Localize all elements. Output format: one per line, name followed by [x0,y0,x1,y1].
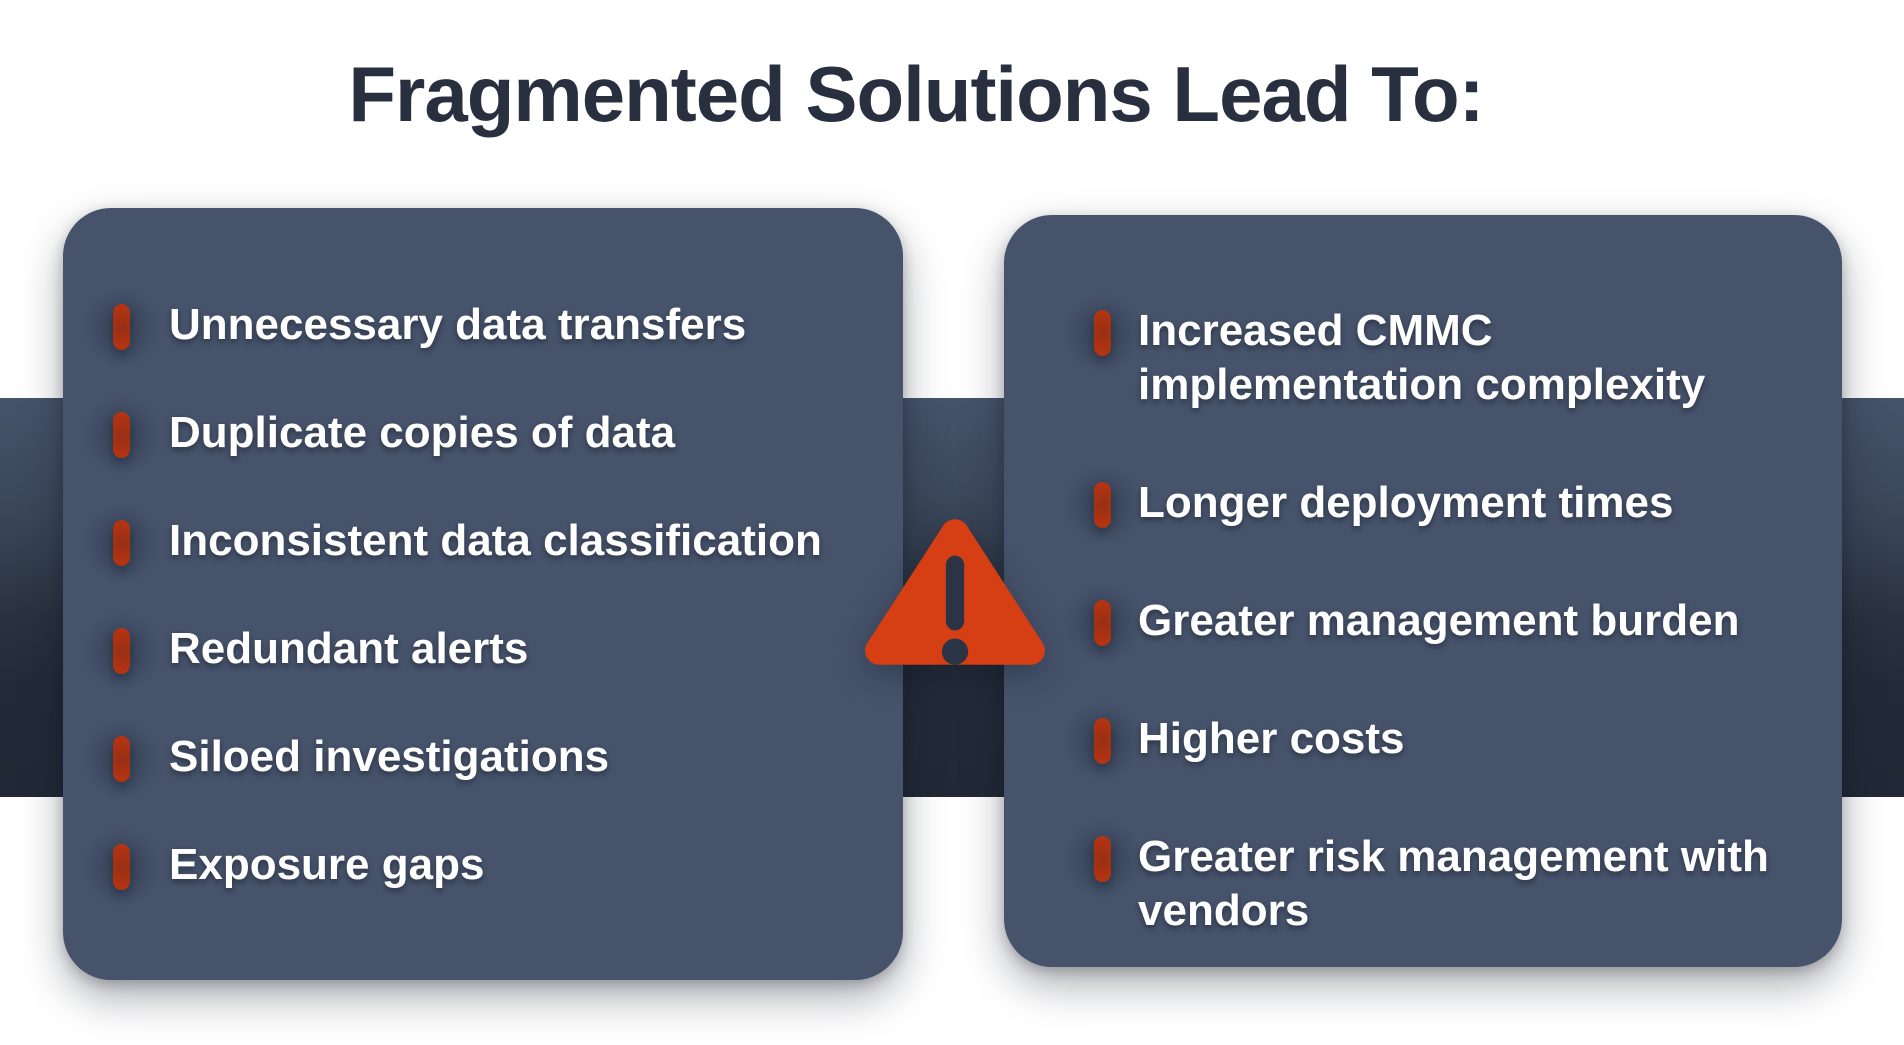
list-item-label: Longer deployment times [1138,478,1674,527]
warning-triangle-icon [859,506,1051,674]
bullet-bar-icon [1094,836,1111,882]
list-item-label: Redundant alerts [169,624,529,673]
page-title: Fragmented Solutions Lead To: [348,50,1484,138]
bullet-bar-icon [113,736,130,782]
right-card: Increased CMMC implementation complexity… [1004,215,1842,967]
list-item-label: Unnecessary data transfers [169,300,747,349]
list-item: Inconsistent data classification [113,514,863,568]
bullet-bar-icon [113,844,130,890]
bullet-bar-icon [1094,482,1111,528]
list-item: Greater management burden [1094,594,1792,648]
list-item: Increased CMMC implementation complexity [1094,304,1792,412]
bullet-bar-icon [1094,310,1111,356]
list-item-label: Greater management burden [1138,596,1740,645]
list-item-label: Greater risk management with vendors [1138,832,1769,935]
list-item-label: Exposure gaps [169,840,485,889]
list-item-label: Duplicate copies of data [169,408,676,457]
bullet-bar-icon [113,412,130,458]
left-card: Unnecessary data transfers Duplicate cop… [63,208,903,980]
list-item: Duplicate copies of data [113,406,863,460]
list-item: Higher costs [1094,712,1792,766]
list-item-label: Higher costs [1138,714,1405,763]
bullet-bar-icon [113,628,130,674]
bullet-bar-icon [113,304,130,350]
list-item-label: Increased CMMC implementation complexity [1138,306,1706,409]
list-item: Longer deployment times [1094,476,1792,530]
list-item: Greater risk management with vendors [1094,830,1792,938]
list-item: Redundant alerts [113,622,863,676]
list-item-label: Siloed investigations [169,732,610,781]
bullet-bar-icon [1094,718,1111,764]
list-item: Siloed investigations [113,730,863,784]
list-item: Exposure gaps [113,838,863,892]
list-item-label: Inconsistent data classification [169,516,822,565]
bullet-bar-icon [113,520,130,566]
bullet-bar-icon [1094,600,1111,646]
list-item: Unnecessary data transfers [113,298,863,352]
